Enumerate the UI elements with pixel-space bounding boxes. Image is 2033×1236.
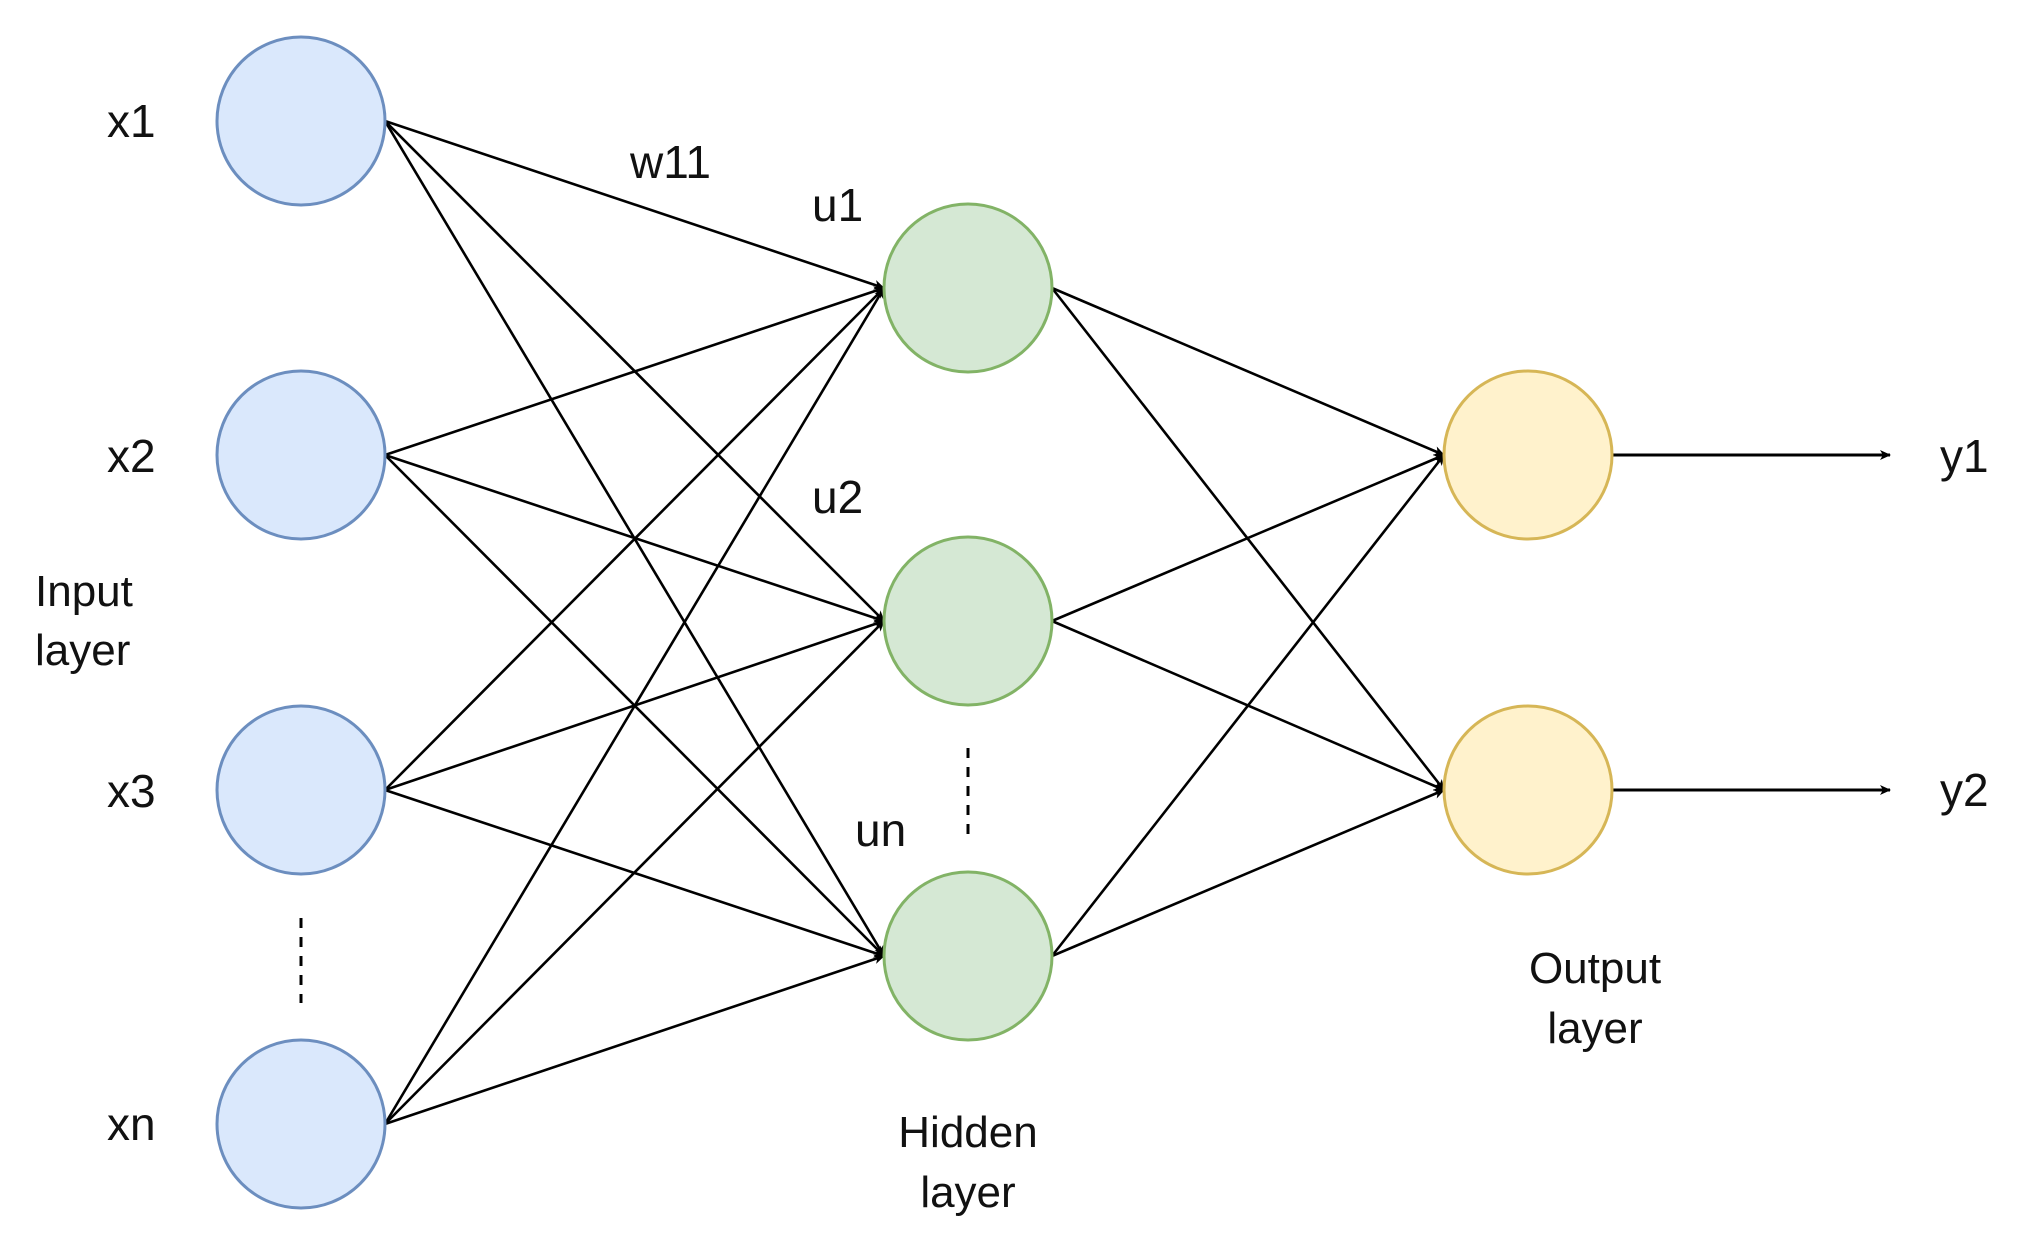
weight-label-w11: w11 xyxy=(629,136,711,188)
neuron-label-u1: u1 xyxy=(812,179,863,231)
edge-xn-u1 xyxy=(383,287,886,1125)
neuron-label-u2: u2 xyxy=(812,471,863,523)
neuron-xn xyxy=(215,1038,387,1210)
edge-xn-un xyxy=(384,954,885,1126)
neuron-y1 xyxy=(1442,369,1614,541)
neuron-u1 xyxy=(882,202,1054,374)
edge-u1-y1 xyxy=(1051,286,1445,457)
neurons xyxy=(215,35,1614,1210)
neuron-x1 xyxy=(215,35,387,207)
neuron-label-y1: y1 xyxy=(1940,430,1989,482)
edge-un-y2 xyxy=(1051,788,1445,958)
edge-x3-u1 xyxy=(384,287,885,791)
input-layer-caption-line1: Input xyxy=(35,567,133,616)
neuron-x2 xyxy=(215,369,387,541)
labels: w11 Input layer Hidden layer Output laye… xyxy=(35,95,1989,1217)
neuron-u2 xyxy=(882,535,1054,707)
neuron-label-xn: xn xyxy=(107,1098,156,1150)
neuron-label-x2: x2 xyxy=(107,430,156,482)
neuron-label-x3: x3 xyxy=(107,765,156,817)
neuron-label-un: un xyxy=(855,804,906,856)
neuron-y2 xyxy=(1442,704,1614,876)
edge-x1-u1 xyxy=(384,119,885,290)
edge-un-y1 xyxy=(1050,454,1446,957)
neuron-un xyxy=(882,870,1054,1042)
neuron-label-x1: x1 xyxy=(107,95,156,147)
neuron-x3 xyxy=(215,704,387,876)
hidden-layer-caption-line1: Hidden xyxy=(898,1108,1037,1157)
edge-xn-u2 xyxy=(384,620,885,1125)
edge-x2-u1 xyxy=(384,286,885,457)
connections xyxy=(383,119,1891,1126)
edge-u2-y1 xyxy=(1051,453,1445,623)
output-layer-caption-line2: layer xyxy=(1547,1004,1642,1053)
output-layer-caption-line1: Output xyxy=(1529,944,1661,993)
neuron-label-y2: y2 xyxy=(1940,764,1989,816)
input-layer-caption-line2: layer xyxy=(35,626,130,675)
hidden-layer-caption-line2: layer xyxy=(920,1168,1015,1217)
